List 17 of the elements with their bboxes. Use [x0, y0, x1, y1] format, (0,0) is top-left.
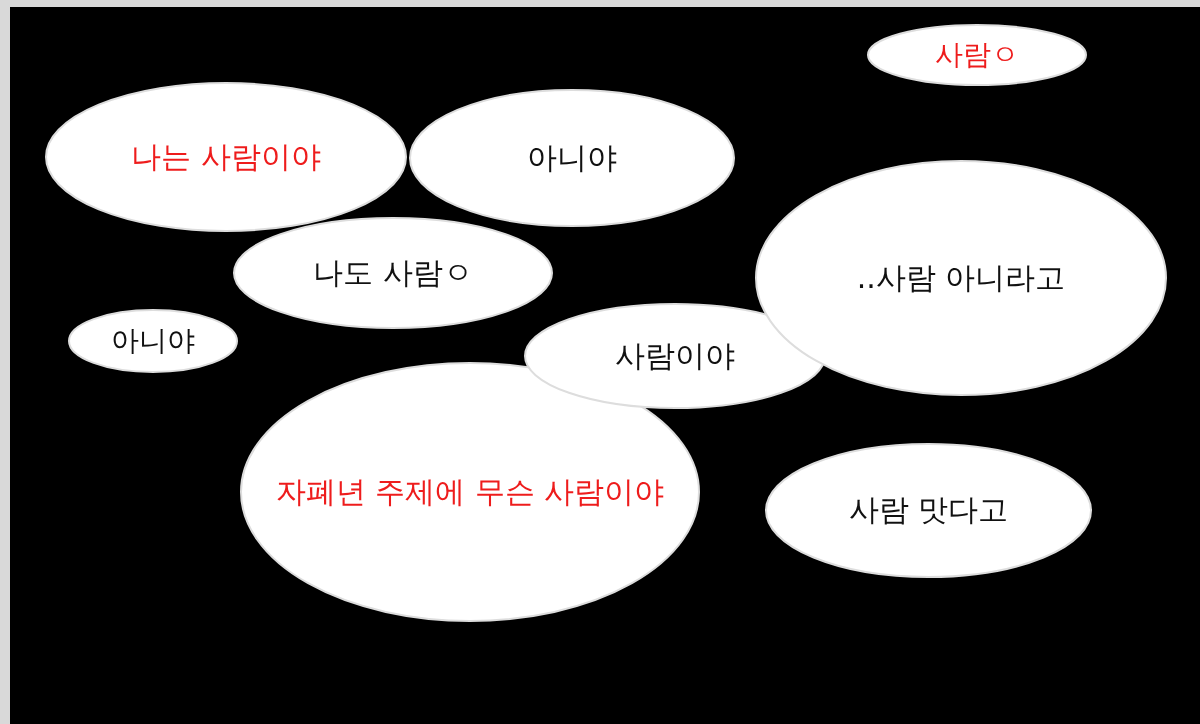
speech-bubble: [233, 217, 553, 329]
bubble-text: 나도 사람ㅇ: [313, 253, 473, 292]
speech-bubble: [765, 443, 1092, 578]
speech-bubble: [45, 82, 407, 232]
bubble-text: 사람ㅇ: [935, 37, 1019, 73]
bubble-text: 사람 맛다고: [848, 491, 1009, 529]
bubble-text: ..사람 아니라고: [856, 258, 1066, 297]
bubble-text: 아니야: [527, 138, 617, 177]
bubble-text: 자폐년 주제에 무슨 사람이야: [275, 472, 665, 511]
speech-bubble: [755, 160, 1167, 396]
bubble-text: 나는 사람이야: [131, 137, 321, 176]
bubble-text: 사람이야: [615, 336, 735, 375]
speech-bubble: [867, 24, 1087, 86]
speech-bubble: [524, 303, 826, 409]
speech-bubble: [68, 309, 238, 373]
bubble-text: 아니야: [111, 323, 195, 359]
speech-bubble: [409, 89, 735, 227]
